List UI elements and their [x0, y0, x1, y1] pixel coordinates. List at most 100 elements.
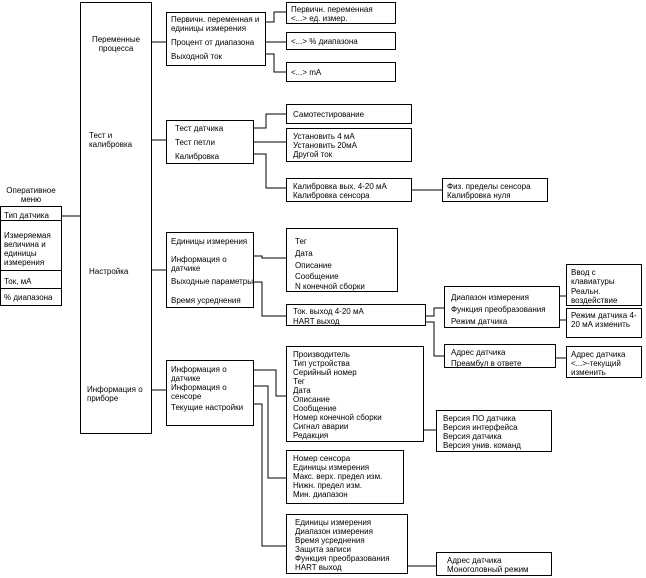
- version-sensor: Версия датчика: [443, 432, 502, 441]
- menu-item-process-variables[interactable]: Переменные процесса: [91, 35, 141, 53]
- loop-set-20ma[interactable]: Установить 20мА: [293, 141, 357, 150]
- hart-sensor-address[interactable]: Адрес датчика: [451, 348, 506, 357]
- output-current-4-20ma[interactable]: Ток. выход 4-20 мА: [293, 307, 364, 316]
- current-settings-box: Единицы измерения Диапазон измерения Вре…: [286, 514, 408, 574]
- output-hart[interactable]: HART выход: [293, 317, 340, 326]
- operative-menu-box: Тип датчика Измеряемая величина и единиц…: [0, 206, 62, 306]
- version-universal-commands: Версия унив. команд: [443, 441, 521, 450]
- current-hart-output[interactable]: HART выход: [295, 563, 342, 572]
- divider: [0, 270, 62, 271]
- test-item-sensor-test[interactable]: Тест датчика: [175, 124, 224, 133]
- operative-menu-item-range-percent[interactable]: % диапазона: [4, 293, 53, 302]
- device-serial-number: Серийный номер: [293, 368, 357, 377]
- setup-info-message[interactable]: Сообщение: [295, 272, 339, 281]
- sensor-units: Единицы измерения: [293, 463, 370, 472]
- device-alarm-signal: Сигнал аварии: [293, 422, 349, 431]
- setup-item-output-params[interactable]: Выходные параметры: [171, 277, 254, 286]
- range-transfer-function[interactable]: Функция преобразования: [451, 305, 546, 314]
- device-manufacturer: Производитель: [293, 350, 350, 359]
- range-percent-box: <...> % диапазона: [286, 32, 396, 50]
- range-percent-value: <...> % диапазона: [291, 37, 358, 46]
- hart-address-box: Адрес датчика Преамбул в ответе: [444, 344, 556, 368]
- device-type: Тип устройства: [293, 359, 350, 368]
- hart-output-address: Адрес датчика: [447, 556, 502, 565]
- loop-set-4ma[interactable]: Установить 4 мА: [293, 132, 355, 141]
- setup-info-description[interactable]: Описание: [295, 261, 332, 270]
- calibration-box: Калибровка вых. 4-20 мА Калибровка сенсо…: [286, 178, 412, 202]
- device-description: Описание: [293, 395, 330, 404]
- sensor-mode-change[interactable]: Режим датчика 4-20 мА изменить: [571, 311, 637, 329]
- device-item-current-settings[interactable]: Текущие настройки: [171, 403, 244, 412]
- device-tag: Тег: [293, 377, 305, 386]
- test-item-calibration[interactable]: Калибровка: [175, 152, 220, 161]
- entry-real-input[interactable]: Реальн. воздействие: [571, 287, 618, 305]
- output-current-value: <...> mA: [291, 68, 322, 77]
- entry-keyboard[interactable]: Ввод с клавиатуры: [571, 268, 615, 286]
- setup-info-tag[interactable]: Тег: [295, 237, 307, 246]
- device-details-box: Производитель Тип устройства Серийный но…: [286, 346, 424, 442]
- device-item-sensor-info[interactable]: Информация о датчике: [171, 365, 227, 383]
- sensor-min-span: Мин. диапазон: [293, 490, 348, 499]
- loop-test-box: Установить 4 мА Установить 20мА Другой т…: [286, 128, 412, 162]
- process-item-primary-variable[interactable]: Первичн. переменная и единицы измерения: [171, 15, 260, 33]
- version-firmware: Версия ПО датчика: [443, 414, 516, 423]
- zero-calibration[interactable]: Калибровка нуля: [447, 191, 511, 200]
- hart-output-multidrop: Моноголовный режим: [447, 565, 529, 574]
- self-test-label[interactable]: Самотестирование: [293, 110, 365, 119]
- device-item-sensor-element-info[interactable]: Информация о сенсоре: [171, 383, 227, 401]
- range-sensor-mode[interactable]: Режим датчика: [451, 317, 508, 326]
- main-menu-box: Переменные процесса Тест и калибровка На…: [80, 2, 152, 434]
- menu-item-test-calibration[interactable]: Тест и калибровка: [89, 131, 133, 149]
- sensor-number: Номер сенсора: [293, 454, 351, 463]
- menu-item-setup[interactable]: Настройка: [89, 267, 129, 276]
- setup-box: Единицы измерения Информация о датчике В…: [166, 232, 254, 308]
- range-entry-box: Ввод с клавиатуры Реальн. воздействие: [566, 264, 642, 306]
- output-params-box: Ток. выход 4-20 мА HART выход: [286, 304, 426, 326]
- device-assembly-number: Номер конечной сборки: [293, 413, 382, 422]
- process-variables-box: Первичн. переменная и единицы измерения …: [166, 12, 266, 66]
- current-write-protect: Защита записи: [295, 545, 351, 554]
- setup-item-damping[interactable]: Время усреднения: [171, 296, 241, 305]
- range-box: Диапазон измерения Функция преобразовани…: [444, 286, 560, 328]
- menu-item-device-info[interactable]: Информация о приборе: [87, 385, 143, 403]
- address-change[interactable]: Адрес датчика <...>-текущий изменить: [571, 350, 626, 377]
- setup-info-date[interactable]: Дата: [295, 249, 313, 258]
- device-revision[interactable]: Редакция: [293, 431, 329, 440]
- version-interface: Версия интерфейса: [443, 423, 518, 432]
- process-item-output-current[interactable]: Выходной ток: [171, 52, 223, 61]
- sensor-physical-limits[interactable]: Физ. пределы сенсора: [447, 182, 531, 191]
- output-current-box: <...> mA: [286, 62, 396, 82]
- setup-info-assembly-number[interactable]: N конечной сборки: [295, 282, 365, 291]
- primary-variable-units: <...> ед. измер.: [291, 14, 348, 23]
- device-info-box: Информация о датчике Информация о сенсор…: [166, 360, 254, 426]
- loop-other-current[interactable]: Другой ток: [293, 150, 333, 159]
- address-change-box: Адрес датчика <...>-текущий изменить: [566, 346, 642, 378]
- device-date: Дата: [293, 386, 311, 395]
- setup-item-sensor-info[interactable]: Информация о датчике: [171, 255, 227, 273]
- primary-variable-box: Первичн. переменная <...> ед. измер.: [286, 2, 396, 24]
- sensor-mode-box: Режим датчика 4-20 мА изменить: [566, 308, 642, 338]
- sensor-element-box: Номер сенсора Единицы измерения Макс. ве…: [286, 450, 404, 504]
- sensor-upper-limit: Макс. верх. предел изм.: [293, 472, 383, 481]
- operative-menu-item-sensor-type[interactable]: Тип датчика: [4, 211, 49, 220]
- range-measurement[interactable]: Диапазон измерения: [451, 293, 529, 302]
- current-damping: Время усреднения: [295, 536, 365, 545]
- device-message: Сообщение: [293, 404, 337, 413]
- test-item-loop-test[interactable]: Тест петли: [175, 138, 215, 147]
- operative-menu-item-measured-value[interactable]: Измеряемая величина и единицы измерения: [4, 231, 51, 267]
- current-units: Единицы измерения: [295, 518, 372, 527]
- calib-output-4-20ma[interactable]: Калибровка вых. 4-20 мА: [293, 182, 387, 191]
- operative-menu-title: Оперативное меню: [6, 186, 56, 204]
- hart-preambles[interactable]: Преамбул в ответе: [451, 359, 522, 368]
- setup-item-units[interactable]: Единицы измерения: [171, 237, 248, 246]
- calib-sensor[interactable]: Калибровка сенсора: [293, 191, 370, 200]
- primary-variable-label: Первичн. переменная: [291, 5, 373, 14]
- current-transfer-function: Функция преобразования: [295, 554, 390, 563]
- self-test-box: Самотестирование: [286, 104, 412, 124]
- setup-info-box: Тег Дата Описание Сообщение N конечной с…: [286, 228, 398, 292]
- divider: [0, 220, 62, 221]
- process-item-range-percent[interactable]: Процент от диапазона: [171, 38, 255, 47]
- test-calibration-box: Тест датчика Тест петли Калибровка: [166, 120, 254, 164]
- operative-menu-item-current[interactable]: Ток, мА: [4, 277, 32, 286]
